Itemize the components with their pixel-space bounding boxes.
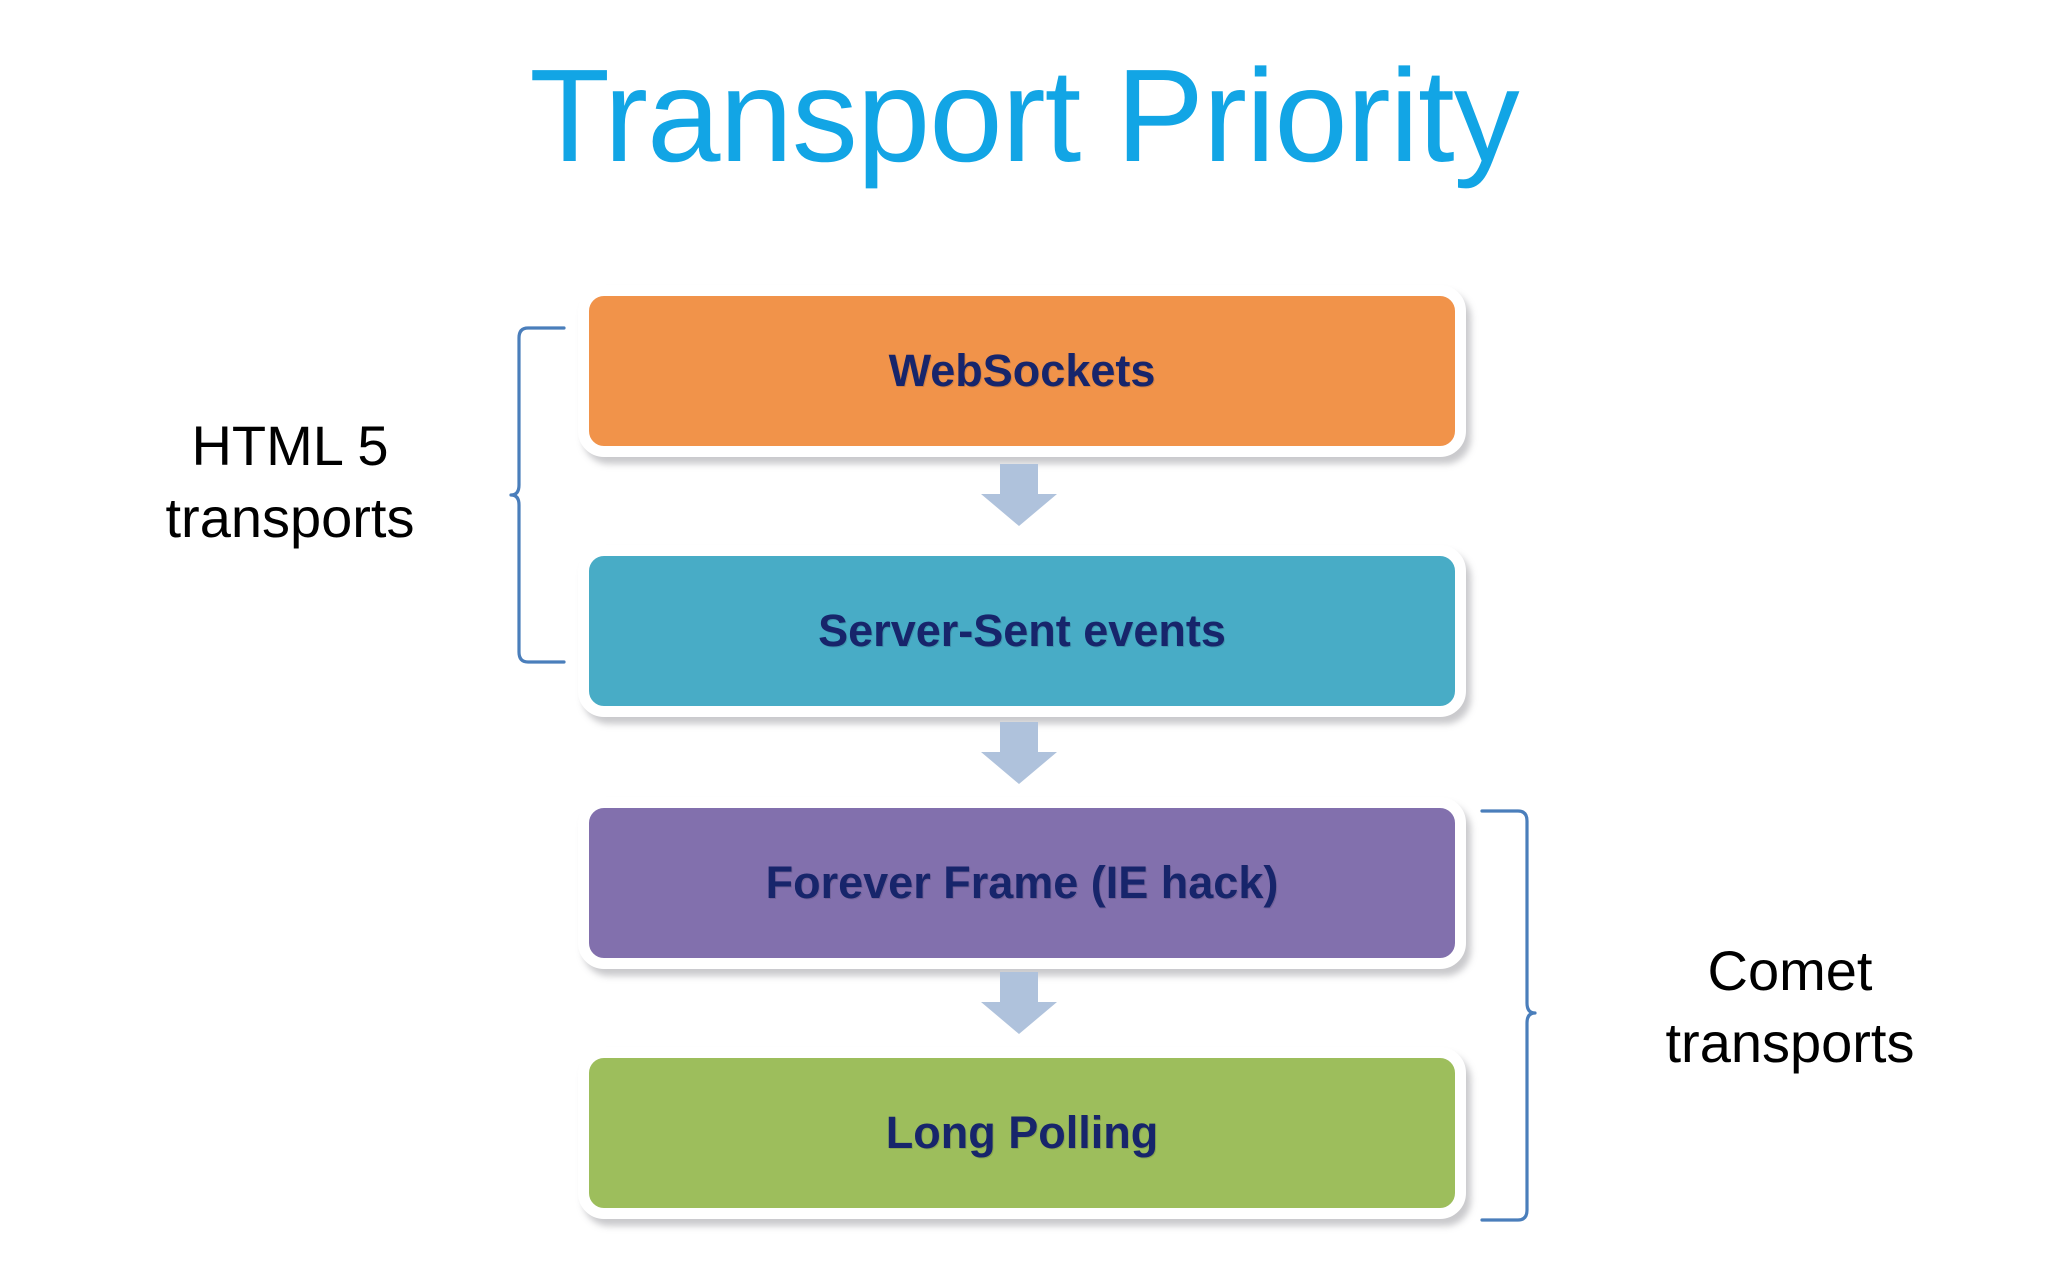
group-label-comet-line1: Comet — [1707, 939, 1873, 1002]
flow-box-forever-frame[interactable]: Forever Frame (IE hack) — [578, 797, 1466, 969]
brace-html5-transports — [509, 326, 566, 664]
brace-comet-transports — [1480, 809, 1537, 1222]
flow-box-server-sent-events[interactable]: Server-Sent events — [578, 545, 1466, 717]
arrow-down-icon — [981, 464, 1057, 526]
flow-box-label: Long Polling — [885, 1107, 1159, 1158]
flow-box-label: Forever Frame (IE hack) — [765, 857, 1279, 908]
group-label-html5-line1: HTML 5 — [191, 414, 389, 477]
page-title: Transport Priority — [529, 42, 1519, 189]
group-label-comet-transports: Comet transports — [1580, 935, 2000, 1078]
group-label-comet-line2: transports — [1665, 1010, 1915, 1074]
flow-box-label: WebSockets — [888, 345, 1156, 396]
flow-box-websockets[interactable]: WebSockets — [578, 285, 1466, 457]
group-label-html5-transports: HTML 5 transports — [100, 410, 480, 553]
arrow-down-icon — [981, 722, 1057, 784]
group-label-html5-line2: transports — [165, 485, 415, 549]
flow-box-long-polling[interactable]: Long Polling — [578, 1047, 1466, 1219]
flow-box-label: Server-Sent events — [818, 605, 1226, 656]
arrow-down-icon — [981, 972, 1057, 1034]
